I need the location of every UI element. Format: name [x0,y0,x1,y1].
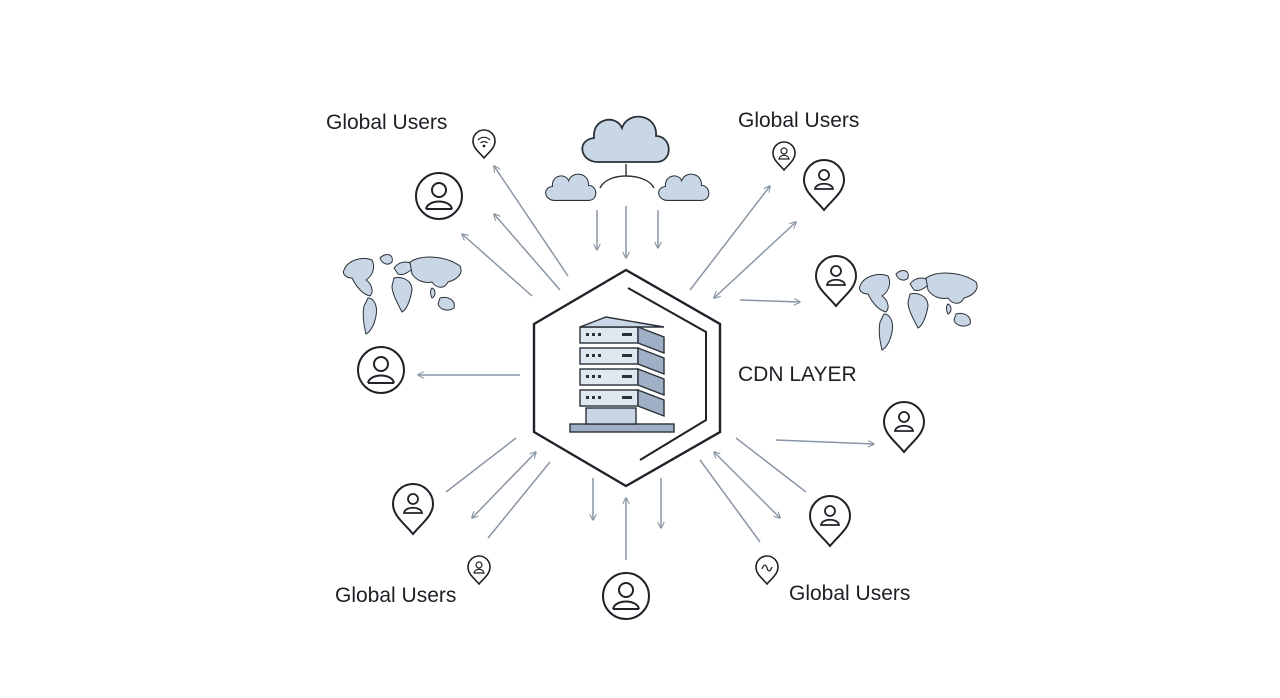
world-map-icon-right [858,270,978,351]
arrow-to-top-left-pin [494,166,569,277]
user-icon-left-top [415,172,463,220]
location-pin-icon-small-bottom-right [755,555,779,585]
arrow-to-top-right-pin [689,186,770,291]
cloud-icon [545,115,710,201]
location-pin-icon-bottom-left [392,483,434,535]
wifi-icon [472,129,496,159]
server-rack-icon [569,316,675,433]
location-pin-icon-small-bottom-left [467,555,491,585]
arrow-to-right-map [739,300,800,302]
location-pin-icon-top-right [803,159,845,211]
arrow-to-bottom-right-c [735,437,807,493]
global-users-label-top-left: Global Users [326,111,448,134]
location-pin-icon-small-top-right [772,141,796,171]
arrow-bottom-right-bidir [714,452,780,518]
arrow-to-top-left-b [462,234,533,297]
global-users-label-bottom-left: Global Users [335,584,457,607]
arrow-to-bottom-right-a [699,459,761,543]
arrow-to-top-left-a [494,214,561,291]
global-users-label-bottom-right: Global Users [789,582,911,605]
location-pin-icon-right [883,401,925,453]
arrow-top-right-bidir [714,222,796,298]
world-map-icon-left [342,254,462,335]
arrow-to-bottom-left-c [487,461,551,539]
user-icon-bottom-center [602,572,650,620]
location-pin-icon-bottom-right [809,495,851,547]
cdn-layer-label: CDN LAYER [738,363,857,386]
arrows [418,166,874,560]
global-users-label-top-right: Global Users [738,109,860,132]
user-icon-left-middle [357,346,405,394]
arrow-bottom-left-bidir [472,452,536,518]
arrow-to-right-pin [775,439,874,444]
location-pin-icon-right-map [815,255,857,307]
